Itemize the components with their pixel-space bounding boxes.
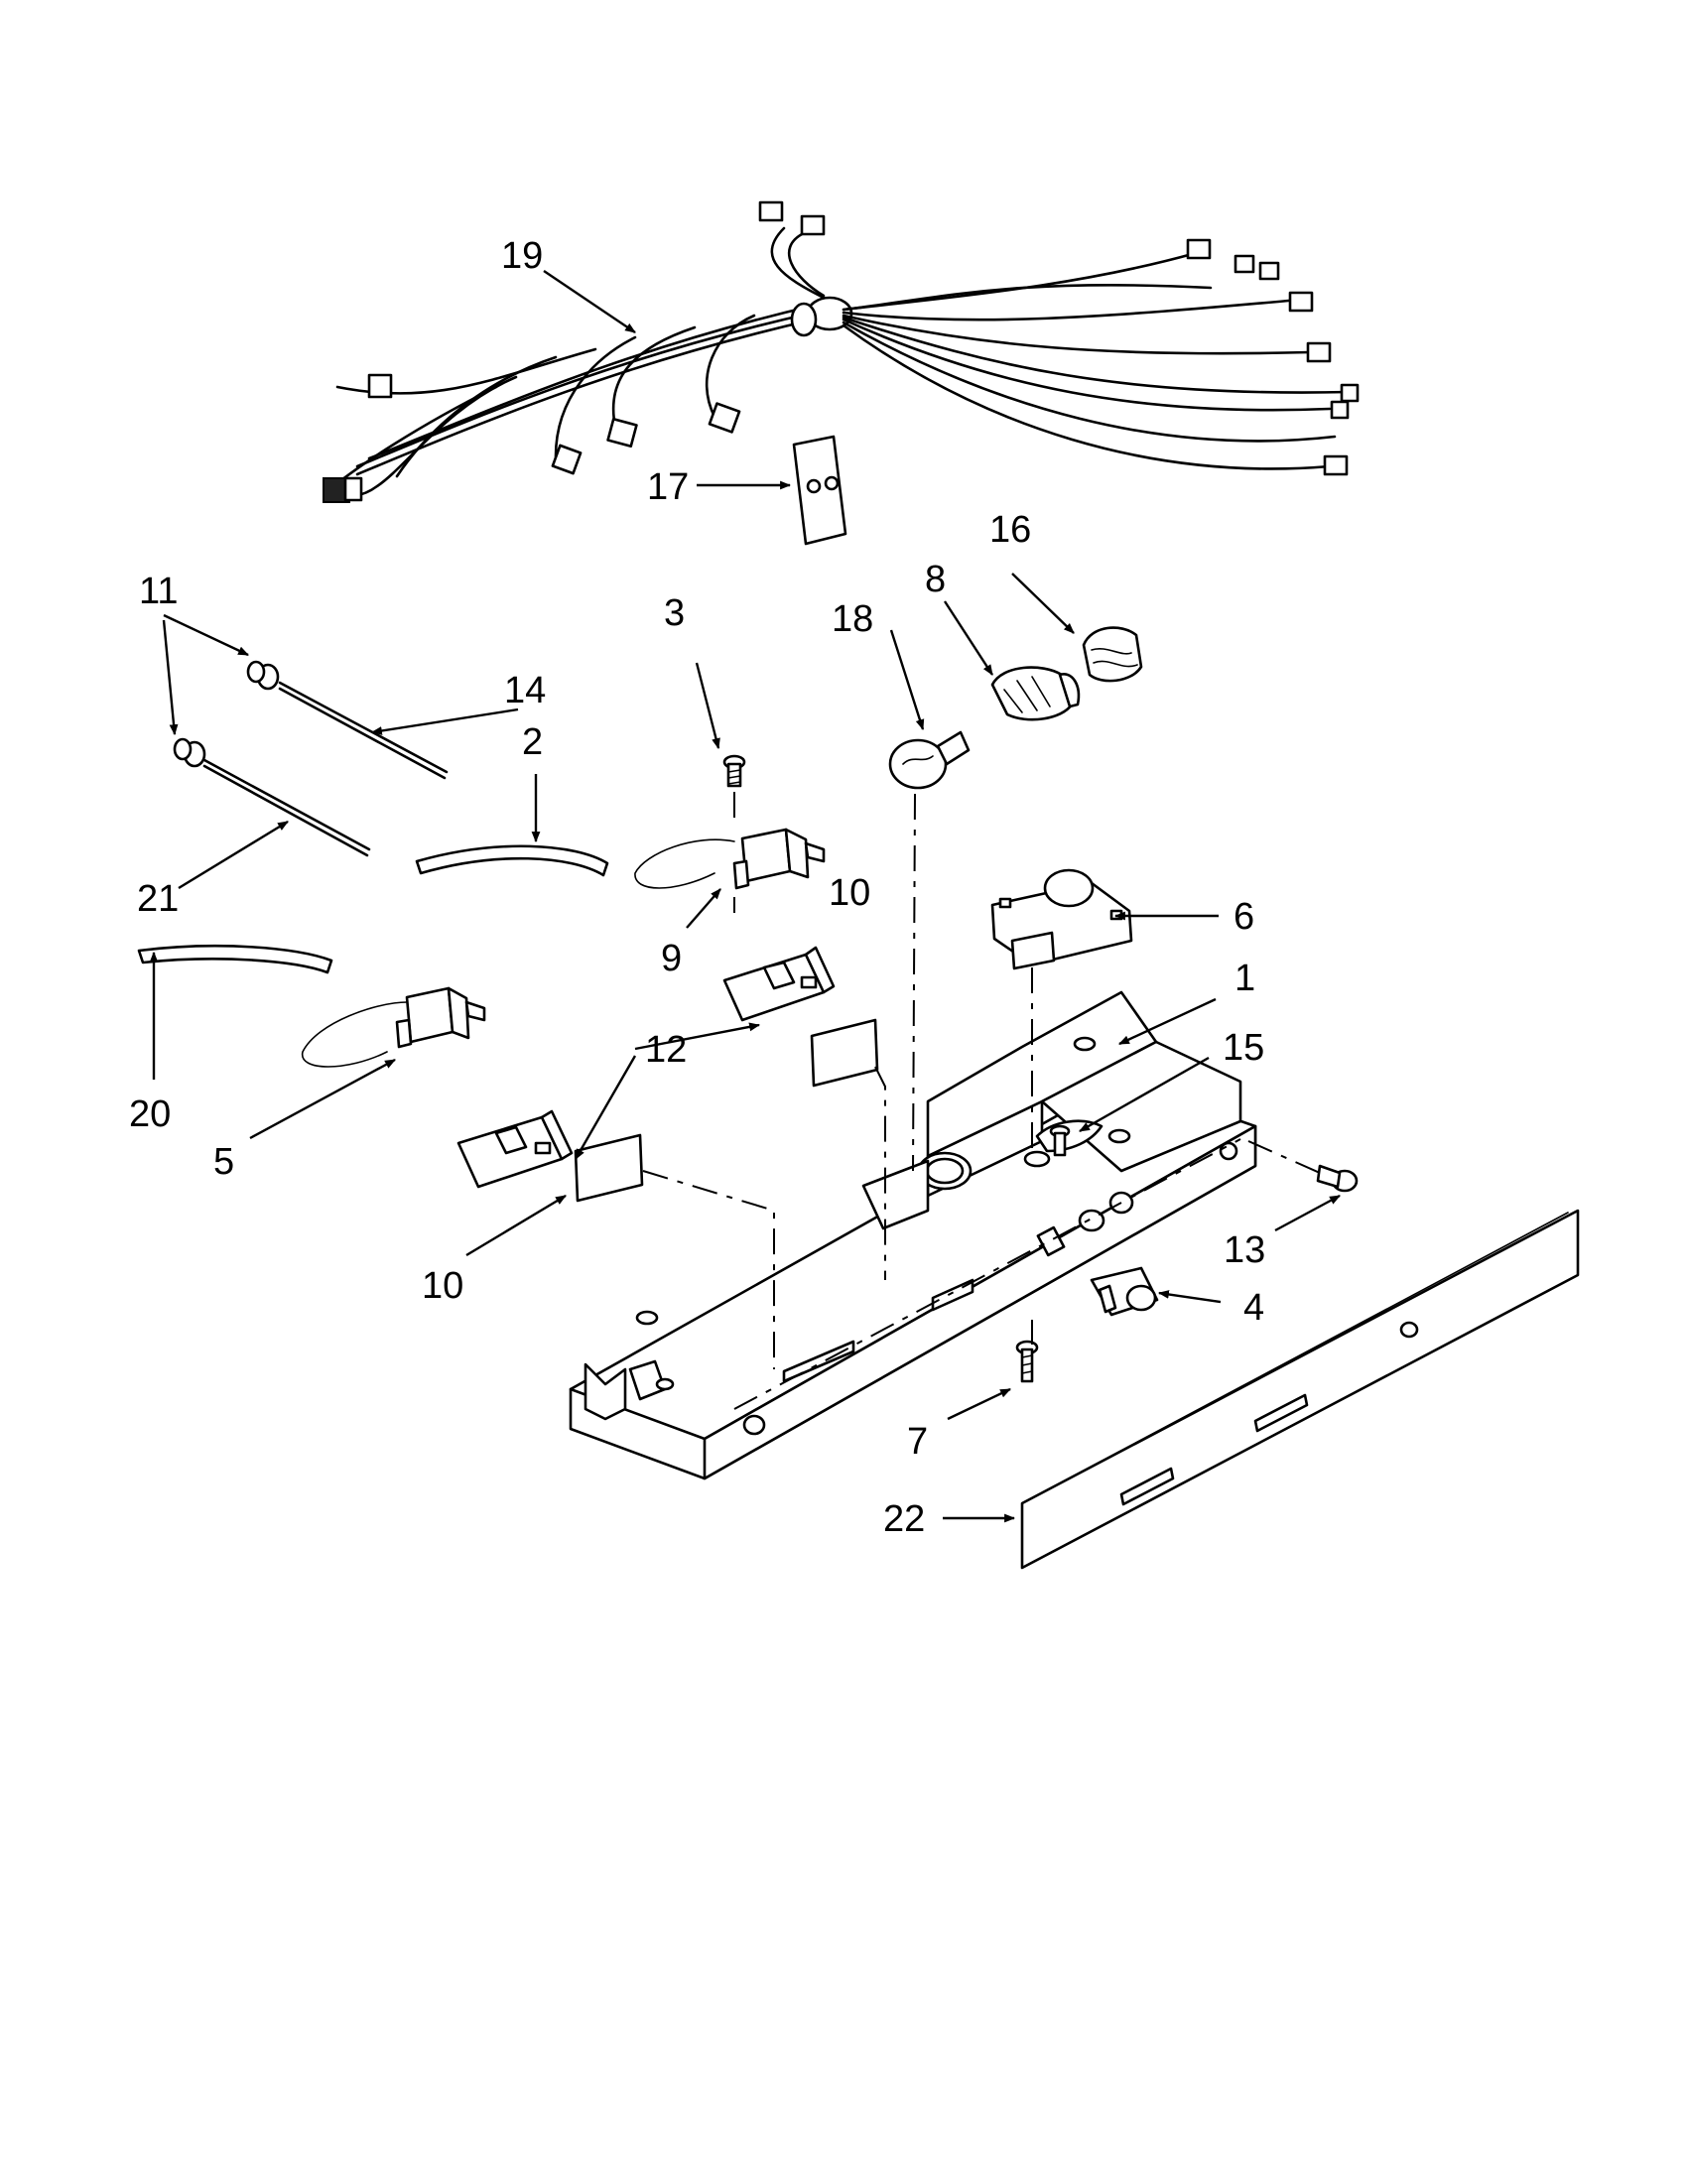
callout-8: 8 — [925, 559, 946, 600]
callout-15: 15 — [1223, 1027, 1264, 1069]
label-part-10-lower — [574, 1133, 644, 1203]
screw-part-3 — [722, 754, 746, 788]
callout-labels: 19 17 16 8 18 11 3 14 2 21 10 6 9 1 15 1… — [129, 235, 1265, 1540]
light-socket-part — [990, 666, 1081, 721]
bracket-part-12-upper — [722, 946, 836, 1022]
assembly-guide-lines — [642, 792, 1321, 1369]
label-part-10-upper — [810, 1018, 879, 1088]
callout-19: 19 — [501, 235, 543, 277]
tube-part-2 — [415, 844, 609, 877]
switch-part-5 — [302, 986, 486, 1068]
callout-16: 16 — [989, 509, 1031, 551]
screw-part-13 — [1316, 1164, 1359, 1193]
callout-5: 5 — [213, 1141, 234, 1183]
bracket-part-12-lower — [456, 1109, 574, 1189]
callout-11: 11 — [139, 571, 178, 612]
callout-12: 12 — [645, 1029, 687, 1071]
callout-4: 4 — [1243, 1287, 1264, 1329]
defrost-timer-part — [990, 868, 1133, 970]
screw-part-7 — [1015, 1340, 1039, 1383]
callout-1: 1 — [1234, 958, 1255, 999]
callout-22: 22 — [883, 1498, 925, 1540]
control-housing-part — [569, 990, 1257, 1480]
wire-harness-part — [323, 200, 1360, 503]
trim-panel-part — [1020, 1209, 1580, 1570]
callout-14: 14 — [504, 670, 546, 711]
light-bulb-part — [888, 730, 971, 790]
callout-20: 20 — [129, 1093, 171, 1135]
callout-10-lower: 10 — [422, 1265, 463, 1307]
callout-18: 18 — [832, 598, 873, 640]
switch-part-9 — [634, 828, 826, 890]
callout-9: 9 — [661, 938, 682, 979]
callout-3: 3 — [664, 592, 685, 634]
callout-21: 21 — [137, 878, 179, 920]
cover-plate-part — [792, 435, 847, 546]
tube-part-20 — [137, 944, 333, 974]
callout-17: 17 — [647, 466, 689, 508]
callout-10-upper: 10 — [829, 872, 870, 914]
rocker-switch-part — [1090, 1266, 1159, 1317]
callout-6: 6 — [1234, 896, 1254, 938]
rod-assembly-lower — [173, 737, 371, 857]
callout-2: 2 — [522, 721, 543, 763]
callout-13: 13 — [1224, 1229, 1265, 1271]
socket-clip-part — [1082, 626, 1143, 683]
screw-part-15 — [1049, 1124, 1071, 1157]
rod-assembly-upper — [246, 660, 449, 780]
callout-leaders — [149, 270, 1341, 1523]
callout-7: 7 — [907, 1421, 928, 1463]
